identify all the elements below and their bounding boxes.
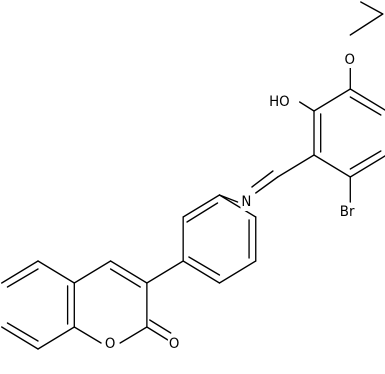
bromo-hydroxy-ethoxy-phenyl-ring [299,88,385,203]
imine-nitrogen-label: N [241,194,251,210]
bond-ringA-6-inner [349,96,382,116]
bond-c3-c4 [109,260,148,284]
bond-ringB-1 [182,194,221,218]
bond-ringB-3 [182,260,221,284]
bond-benzo-5 [1,260,39,284]
bond-ch-n-2 [251,170,274,188]
bond-ringA-3 [313,154,351,178]
ring-oxygen-label: O [105,336,116,352]
coumarin-system [1,260,172,350]
ethoxy-group [349,1,384,90]
bond-benzo-5-inner [6,268,39,288]
atom-labels: O HO Br N O O [103,50,364,353]
bond-carbonyl-2 [149,319,172,334]
bond-ringA-4 [349,155,385,178]
bond-ring-ch [277,154,315,178]
bond-c3-c4-inner [109,268,141,288]
bond-c4-c4a [73,260,112,284]
bond-ringA-4-inner [349,150,382,170]
bond-c2-o1 [119,326,148,344]
hydroxyl-label: HO [269,94,290,110]
bond-ethyl-ch3 [360,1,384,15]
bond-ethyl-ch2 [349,13,384,36]
phenylene-ring [146,194,257,284]
ethoxy-oxygen-label: O [345,52,356,68]
imine-linkage [218,154,315,203]
bond-ringB-1-inner [186,202,219,223]
carbonyl-oxygen-label: O [169,336,180,352]
bond-ch-n-1 [255,176,279,194]
bond-benzo-4 [37,260,75,284]
bond-ringB-4 [218,260,257,284]
bond-ringB-coumarin [146,260,184,284]
bond-benzo-3-inner [6,322,39,342]
bond-o1-c8a [73,326,102,344]
bond-benzo-3 [1,326,39,350]
bond-benzo-2 [37,326,75,350]
bond-ringB-3-inner [188,256,221,276]
bond-hydroxyl [299,101,315,112]
bond-ringB-6 [218,194,257,218]
bond-ringA-6 [349,88,385,111]
bond-carbonyl-1 [146,326,169,341]
bond-ringA-1 [313,88,351,112]
bromine-label: Br [340,204,355,220]
